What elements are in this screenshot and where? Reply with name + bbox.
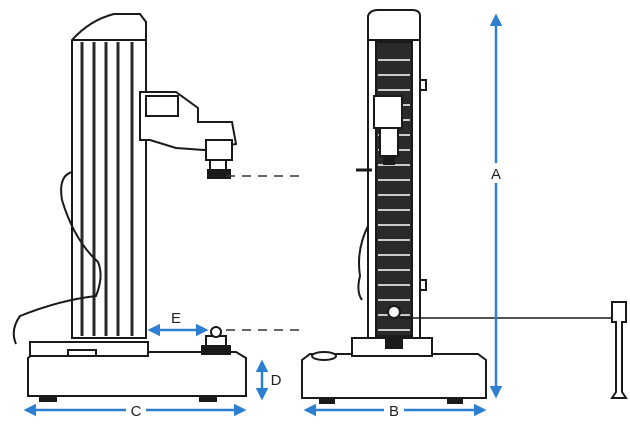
side-view-upper-grip bbox=[207, 169, 231, 179]
front-view-lower-fixture-ring bbox=[387, 305, 401, 319]
dimension-a-label-bg bbox=[486, 163, 506, 183]
side-view bbox=[12, 13, 247, 402]
side-view-gauge-mount bbox=[205, 139, 233, 161]
dimension-d-label: D bbox=[271, 372, 282, 389]
front-view-foot-left bbox=[319, 397, 335, 404]
front-view-cable bbox=[357, 225, 369, 301]
dimension-e-label: E bbox=[171, 310, 181, 327]
front-view-lower-fixture bbox=[385, 339, 403, 349]
side-view-gauge-shaft bbox=[209, 159, 227, 171]
side-view-crosshead-knob bbox=[145, 95, 179, 117]
side-view-base-slot bbox=[67, 349, 97, 357]
side-view-lower-fixture-base bbox=[201, 345, 231, 355]
dimension-b-label: B bbox=[389, 403, 399, 420]
front-view-foot-right bbox=[447, 397, 463, 404]
side-view-cable bbox=[12, 171, 102, 345]
front-view-base bbox=[301, 353, 487, 399]
side-view-base bbox=[27, 351, 247, 397]
side-view-column bbox=[71, 13, 147, 339]
front-view-gauge bbox=[379, 127, 399, 157]
remote-stand bbox=[610, 301, 628, 399]
side-view-column-rails bbox=[80, 42, 134, 336]
side-view-foot-left bbox=[39, 395, 57, 402]
front-view-carriage bbox=[373, 95, 403, 129]
front-view-base-button bbox=[311, 351, 337, 361]
front-view-side-knob-upper bbox=[419, 79, 427, 91]
side-view-lower-fixture-knob bbox=[210, 326, 222, 338]
side-view-foot-right bbox=[199, 395, 217, 402]
front-view-side-knob-lower bbox=[419, 279, 427, 291]
dimension-b-label-bg bbox=[384, 400, 404, 420]
dimension-c-label-bg bbox=[126, 400, 146, 420]
front-view-column-screw bbox=[375, 41, 413, 337]
dimension-a-label: A bbox=[491, 166, 501, 183]
dimension-c-label: C bbox=[131, 403, 142, 420]
front-view-upper-grip bbox=[383, 155, 395, 165]
front-view bbox=[301, 9, 628, 404]
